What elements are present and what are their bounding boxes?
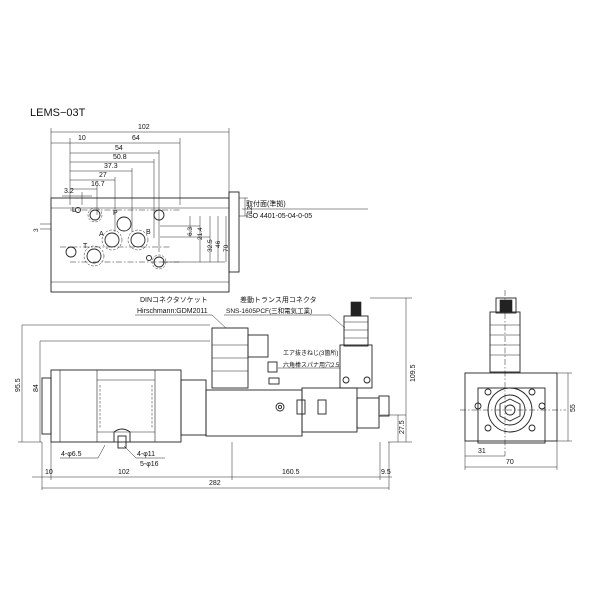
dim-282: 282 [209,480,221,487]
port-a [104,232,120,248]
connector1-name: DINコネクタソケット [140,295,208,304]
dim-3-2: 3.2 [64,188,74,195]
dim-70-side: 70 [506,459,514,466]
dim-84: 84 [33,384,40,392]
dim-54: 54 [115,145,123,152]
dim-102-bottom: 102 [118,469,130,476]
port-p [116,216,132,232]
port-b-label: B [146,229,151,236]
port-b [130,232,146,248]
front-view: DINコネクタソケット Hirschmann:GDM2011 差動トランス用コネ… [15,295,417,490]
hole-c-label: 5-φ16 [140,461,159,468]
dim-16-7: 16.7 [91,181,105,188]
connector2-model: SNS-1605PCF(三和電気工業) [226,306,312,315]
side-view: 55 31 70 [460,290,577,470]
hole-a-label: 4-φ6.5 [61,451,82,458]
port-p-label: P [113,210,118,217]
port-t [86,248,102,264]
svg-text:L: L [72,207,76,214]
mounting-standard: ISO 4401-05-04-0-05 [246,213,312,220]
dim-top-width: 102 [138,124,150,131]
port-a-label: A [99,231,104,238]
connector1-model: Hirschmann:GDM2011 [137,308,208,315]
dim-64: 64 [132,135,140,142]
side-body [464,372,558,442]
dim-9-5: 9.5 [381,469,391,476]
dim-46: 46 [215,240,222,248]
dim-3: 3 [33,228,40,232]
dim-27-5: 27.5 [399,420,406,434]
dim-10-bottom: 10 [45,469,53,476]
dim-27: 27 [99,172,107,179]
hole-b-label: 4-φ11 [137,451,155,458]
dim-160-5: 160.5 [282,469,300,476]
dim-32-5: 32.5 [207,239,214,252]
connector2-name: 差動トランス用コネクタ [240,295,317,304]
dim-6-3: 6.3 [187,227,194,236]
dim-31: 31 [478,448,486,455]
dim-10: 10 [78,135,86,142]
model-title: LEMS−03T [30,107,86,119]
hex-key-label: 六角棒スパナ用穴2.5 [283,361,340,369]
dim-50-8: 50.8 [113,154,127,161]
air-vent-label: エア抜きねじ(3箇所) [283,349,338,357]
mounting-title: 取付面(準拠) [246,199,286,208]
port-t-label: T [83,243,88,250]
dim-37-3: 37.3 [104,163,118,170]
dim-12: 12 [247,206,254,214]
dim-21-4: 21.4 [197,227,204,240]
dim-109-5: 109.5 [410,364,417,382]
top-view: 102 10 64 54 50.8 37.3 27 16.7 3.2 12 [33,124,368,293]
dim-70: 70 [223,244,230,252]
dim-55: 55 [570,404,577,412]
dim-95-5: 95.5 [15,378,22,392]
